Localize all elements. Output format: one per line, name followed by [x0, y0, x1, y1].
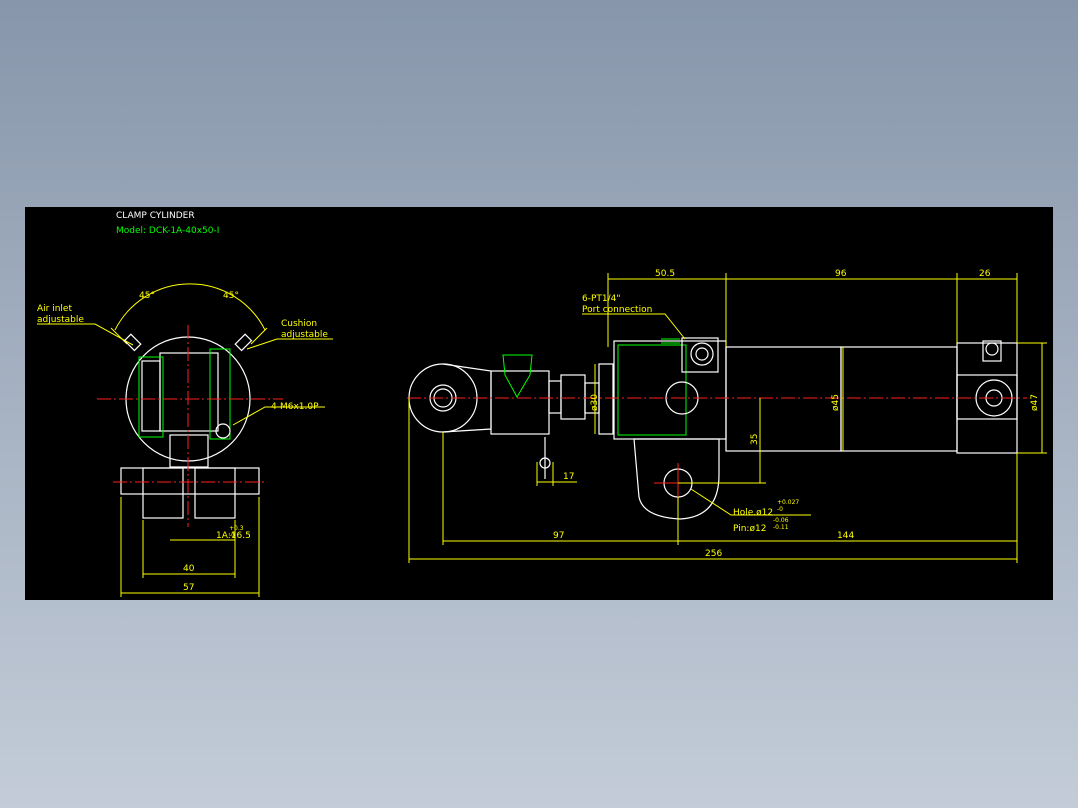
thread-leader	[232, 406, 325, 426]
left-side-block	[141, 360, 161, 432]
angle-arc	[114, 283, 266, 331]
front-flange	[598, 363, 614, 435]
cylinder-tube	[725, 346, 842, 452]
dim-26-label: 26	[979, 269, 991, 279]
pin-label: Pin:ø12	[733, 524, 766, 534]
dim-35-label: 35	[750, 434, 760, 445]
clevis-left-ear	[142, 467, 184, 519]
air-inlet-label-2: adjustable	[37, 315, 84, 325]
port-fitting-body	[681, 337, 719, 373]
front-head	[613, 340, 727, 440]
port-label-1: 6-PT1/4"	[582, 294, 621, 304]
dia-47-label: ø47	[1030, 394, 1040, 411]
cylinder-tube-rear	[840, 346, 958, 452]
cushion-label-2: adjustable	[281, 330, 328, 340]
dia-30-label: ø30	[590, 394, 600, 411]
dim-96-label: 96	[835, 269, 847, 279]
dim-1a-tol-upper: +0.3	[229, 525, 244, 532]
angle-left-label: 45°	[139, 291, 155, 301]
port-fitting-outer	[690, 342, 714, 366]
dim-57-label: 57	[183, 583, 194, 593]
hidden-right-block	[209, 348, 231, 440]
cushion-leader	[246, 338, 333, 350]
dim-40-label: 40	[183, 564, 195, 574]
clevis-right-ear	[194, 467, 236, 519]
cushion-label-1: Cushion	[281, 319, 317, 329]
rear-port-fitting-cap	[985, 342, 999, 356]
air-inlet-label-1: Air inlet	[37, 304, 72, 314]
angle-extension-right	[250, 327, 268, 345]
clamp-cylinder-drawing: CLAMP CYLINDER Model: DCK-1A-40x50-I 45°…	[37, 211, 1047, 597]
clamp-arm-block	[490, 370, 550, 435]
side-view: 6-PT1/4" Port connection 50.5 96 26 ø30 …	[407, 269, 1047, 563]
dim-144-label: 144	[837, 531, 854, 541]
dia-45-label: ø45	[831, 394, 841, 411]
front-view: 45° 45° Air inlet adjustable Cushion adj…	[37, 283, 333, 597]
rear-port-fitting	[982, 340, 1002, 362]
dim-17-label: 17	[563, 472, 574, 482]
pin-tol-lower: -0.11	[773, 524, 789, 531]
dim-50-5-label: 50.5	[655, 269, 675, 279]
threaded-hole	[215, 423, 231, 439]
dim-97-label: 97	[553, 531, 564, 541]
rear-cap-mid	[956, 374, 1018, 420]
rod-adapter	[560, 374, 586, 420]
air-inlet-port	[123, 333, 142, 352]
dim-1a-tol-lower: -0	[229, 532, 235, 539]
angle-right-label: 45°	[223, 291, 239, 301]
port-leader	[582, 313, 686, 340]
air-inlet-leader	[37, 323, 134, 346]
cad-drawing-canvas[interactable]: CLAMP CYLINDER Model: DCK-1A-40x50-I 45°…	[25, 207, 1053, 600]
clevis-bracket	[633, 438, 720, 520]
port-fitting-inner	[695, 347, 709, 361]
hole-label: Hole.ø12	[733, 508, 773, 518]
angle-extension-left	[110, 327, 128, 345]
hole-leader	[690, 488, 811, 516]
port-label-2: Port connection	[582, 305, 652, 315]
front-head-hidden	[617, 344, 687, 436]
hole-tol-lower: -0	[777, 506, 783, 513]
hole-tol-upper: +0.027	[777, 499, 799, 506]
thread-callout-label: 4-M6x1.0P	[271, 402, 319, 412]
clamp-arm-block	[159, 352, 219, 432]
model-number: Model: DCK-1A-40x50-I	[116, 226, 219, 236]
clevis-neck	[169, 434, 209, 468]
clamp-tip	[502, 354, 533, 399]
clevis-crossbar	[120, 467, 260, 495]
clamp-adapter	[548, 380, 562, 414]
drawing-title: CLAMP CYLINDER	[116, 211, 195, 221]
cushion-port	[234, 333, 253, 352]
dim-1a-label: 1A:16.5	[216, 531, 251, 541]
dim-256-label: 256	[705, 549, 722, 559]
hidden-left-block	[138, 356, 164, 438]
pin-tol-upper: -0.06	[773, 517, 789, 524]
